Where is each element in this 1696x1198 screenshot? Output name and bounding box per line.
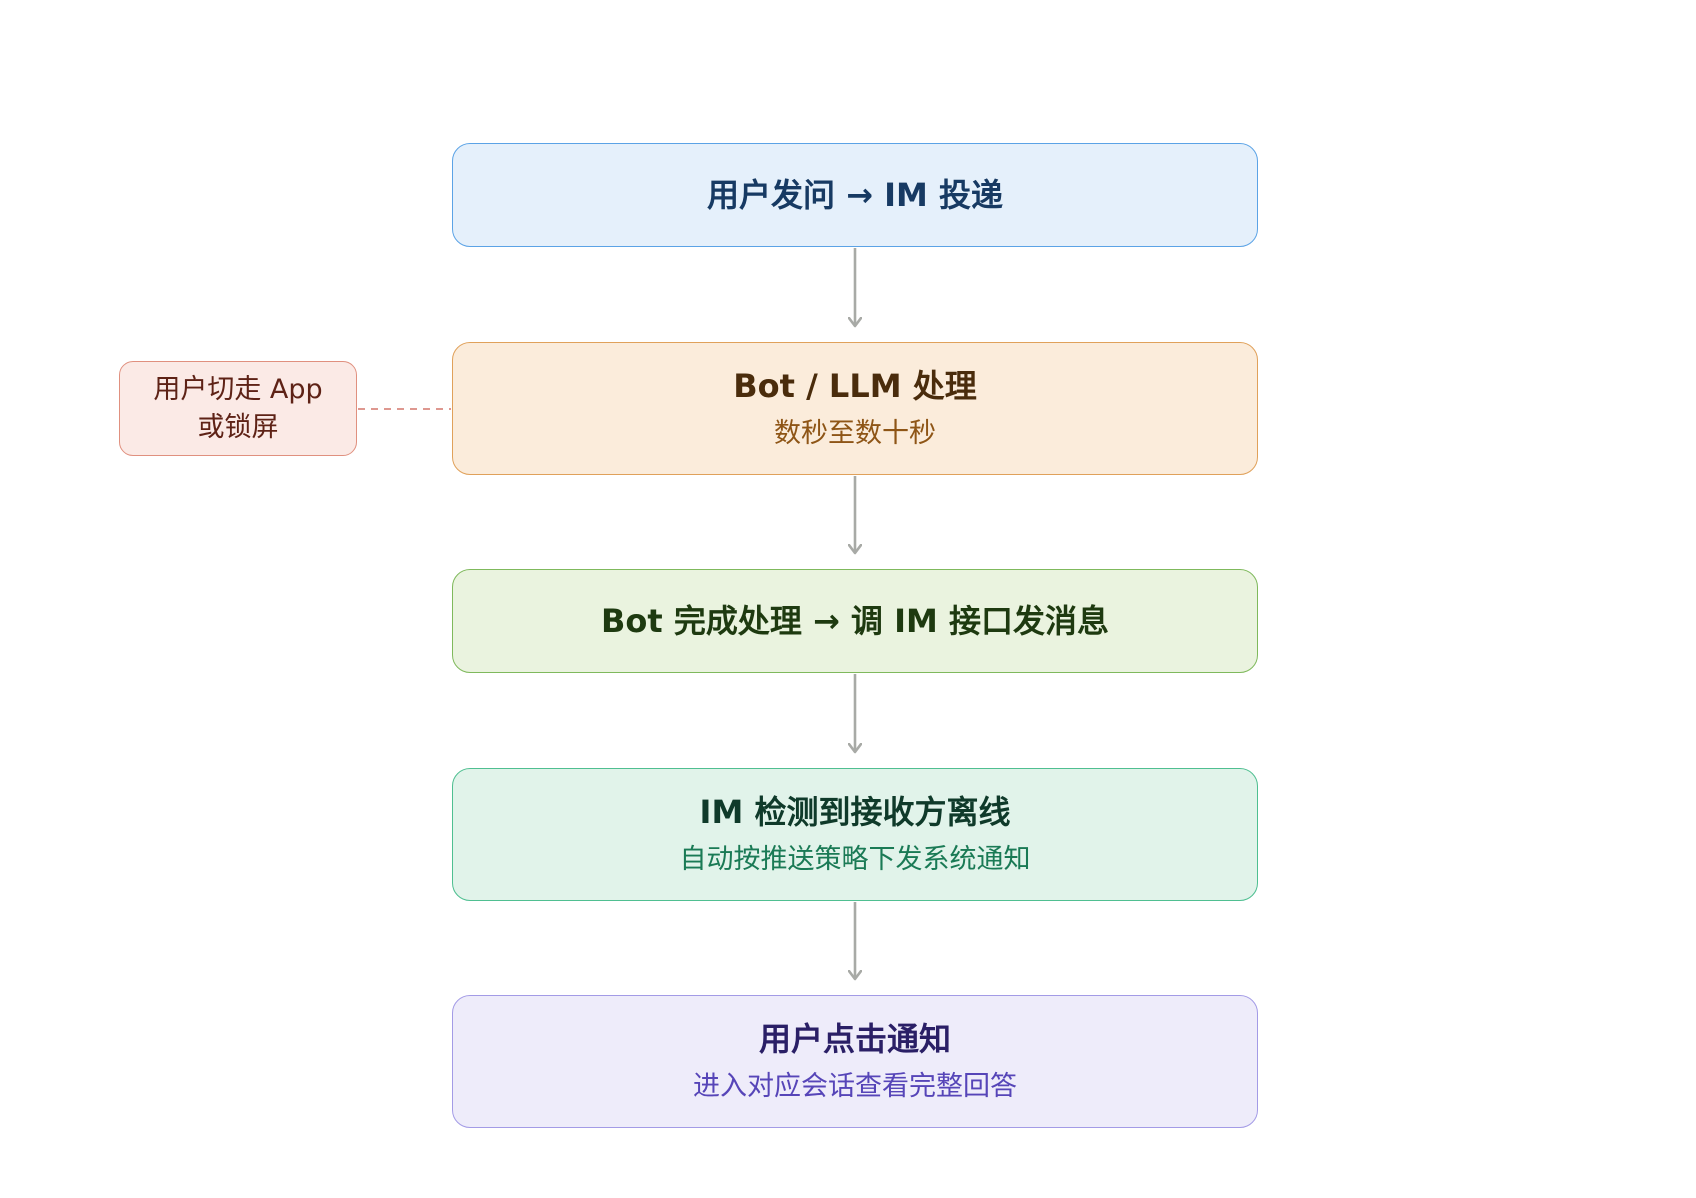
node-title: 用户发问 → IM 投递 [707, 175, 1003, 214]
node-bot-llm-processing: Bot / LLM 处理 数秒至数十秒 [452, 342, 1258, 475]
node-bot-send-message: Bot 完成处理 → 调 IM 接口发消息 [452, 569, 1258, 673]
node-title: Bot / LLM 处理 [733, 367, 977, 406]
node-subtitle: 进入对应会话查看完整回答 [693, 1070, 1017, 1102]
node-user-click-notification: 用户点击通知 进入对应会话查看完整回答 [452, 995, 1258, 1128]
node-subtitle: 自动按推送策略下发系统通知 [679, 843, 1031, 875]
node-subtitle: 数秒至数十秒 [774, 417, 936, 449]
node-user-question: 用户发问 → IM 投递 [452, 143, 1258, 247]
node-im-offline-detect: IM 检测到接收方离线 自动按推送策略下发系统通知 [452, 768, 1258, 901]
side-note-user-leaves-app: 用户切走 App 或锁屏 [119, 361, 357, 456]
node-title: Bot 完成处理 → 调 IM 接口发消息 [601, 601, 1109, 640]
node-title: 用户点击通知 [758, 1020, 951, 1059]
side-note-label: 用户切走 App 或锁屏 [153, 373, 323, 443]
node-title: IM 检测到接收方离线 [699, 793, 1011, 832]
